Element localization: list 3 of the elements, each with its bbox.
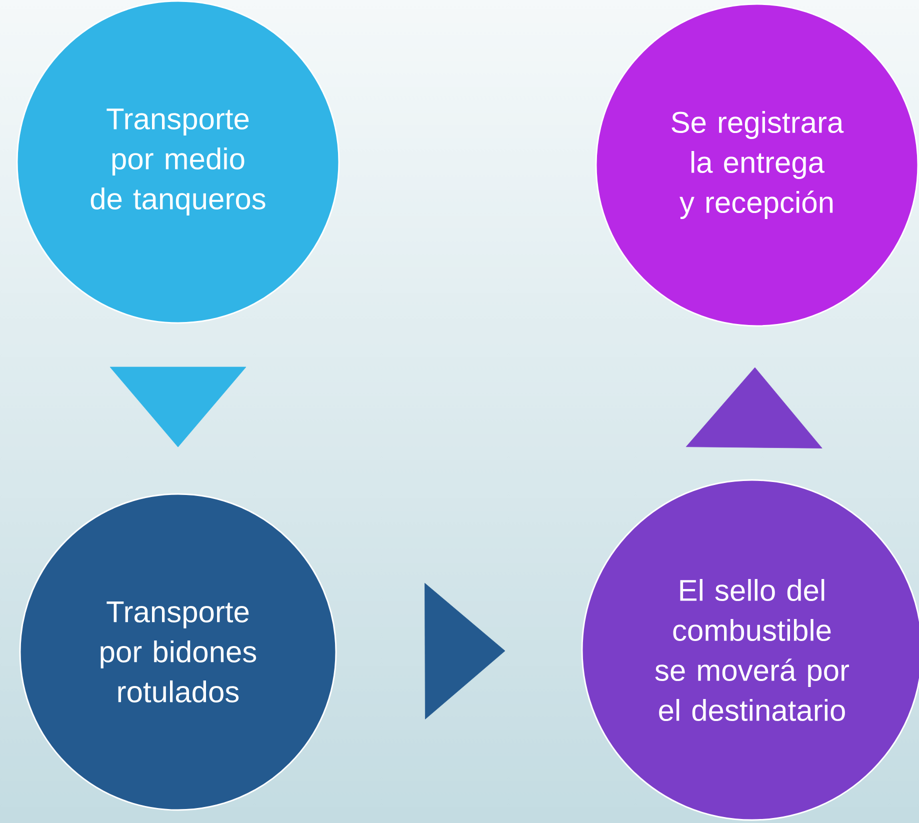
arrow: [424, 582, 506, 720]
arrow: [110, 366, 246, 448]
arrow: [686, 367, 822, 448]
